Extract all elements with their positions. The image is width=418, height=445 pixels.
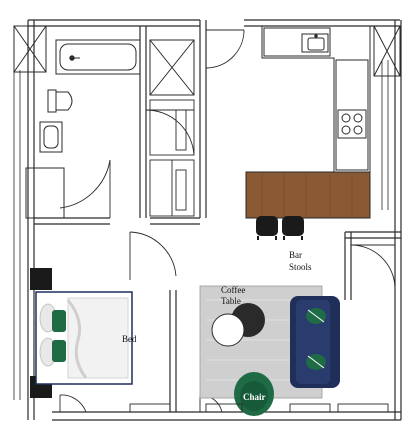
bed-cushion-1 bbox=[52, 310, 66, 332]
door-bedroom bbox=[129, 231, 177, 280]
closet-rails bbox=[149, 99, 195, 217]
shaft-left bbox=[13, 25, 47, 73]
bedside-table-top bbox=[30, 268, 52, 290]
wall-bath-bedroom bbox=[34, 217, 200, 225]
bed bbox=[35, 291, 133, 385]
door-entrance bbox=[205, 29, 245, 69]
wall-bath-east bbox=[139, 26, 147, 218]
label-table: Table bbox=[221, 296, 241, 306]
wall-living-east bbox=[344, 232, 352, 300]
west-window bbox=[13, 70, 21, 400]
kitchen-counter bbox=[261, 26, 371, 173]
bed-cushion-2 bbox=[52, 340, 66, 362]
label-coffee: Coffee bbox=[221, 285, 245, 295]
door-bathroom bbox=[59, 159, 111, 218]
bed-throw bbox=[66, 299, 88, 379]
bathtub bbox=[55, 39, 141, 75]
wardrobe bbox=[129, 403, 389, 413]
wall-bedroom-living bbox=[169, 290, 177, 412]
east-window bbox=[381, 60, 389, 210]
island-grain bbox=[261, 174, 353, 216]
cooktop bbox=[337, 109, 367, 139]
outer-wall-north-right bbox=[244, 19, 400, 27]
kitchen-island bbox=[245, 171, 371, 219]
sofa bbox=[290, 296, 340, 388]
coffee-table-light bbox=[211, 313, 245, 347]
label-bar: Bar bbox=[289, 250, 302, 260]
outer-wall-south bbox=[52, 411, 401, 421]
kitchen-sink bbox=[301, 33, 329, 53]
walls bbox=[13, 19, 402, 421]
outer-wall-west bbox=[27, 20, 35, 420]
doors bbox=[59, 29, 396, 413]
shaft-right bbox=[373, 25, 401, 77]
door-hall-left bbox=[145, 109, 195, 156]
bar-stool-1 bbox=[256, 216, 278, 240]
toilet bbox=[47, 89, 73, 113]
label-bed: Bed bbox=[122, 334, 137, 344]
washbasin bbox=[39, 121, 63, 153]
wall-kitchen-south bbox=[345, 231, 401, 239]
armchair bbox=[234, 372, 274, 416]
bar-stool-2 bbox=[282, 216, 304, 240]
wall-hall-kitchen bbox=[199, 20, 207, 218]
door-bottom bbox=[59, 394, 223, 413]
label-chair: Chair bbox=[243, 392, 266, 402]
outer-wall-north-left bbox=[28, 19, 200, 27]
door-living-right bbox=[350, 244, 396, 289]
shaft-mid bbox=[149, 39, 195, 96]
outer-wall-east bbox=[394, 20, 402, 420]
bath-cabinet bbox=[25, 167, 65, 219]
label-stools: Stools bbox=[289, 262, 312, 272]
